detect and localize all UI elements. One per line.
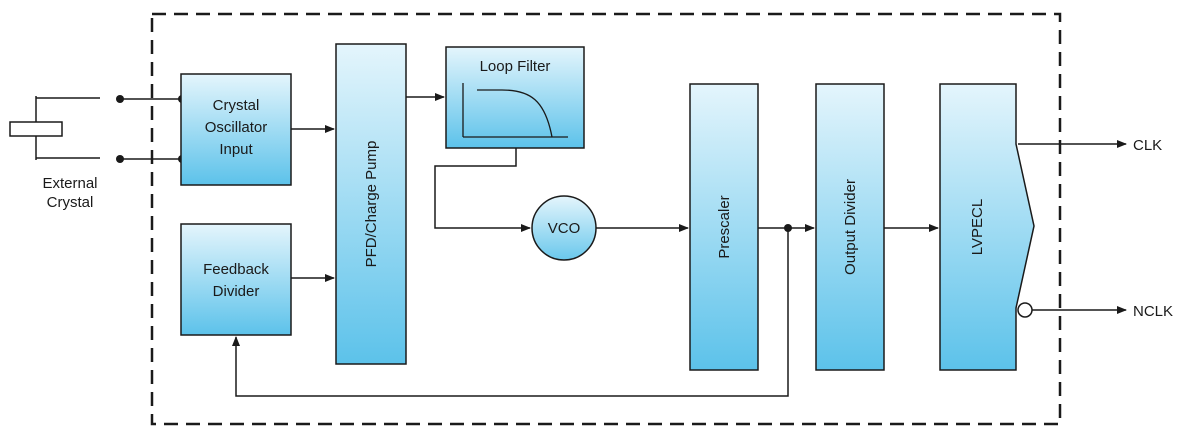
- lvpecl-block: [939, 83, 1035, 371]
- clk-output-label: CLK: [1133, 137, 1162, 154]
- external-crystal-label-line2: Crystal: [47, 194, 94, 211]
- crystal-osc-label-line1: Crystal: [213, 97, 260, 114]
- pfd-charge-pump-label: PFD/Charge Pump: [363, 141, 380, 268]
- nclk-output-label: NCLK: [1133, 303, 1173, 320]
- signal-wires: [232, 93, 1127, 397]
- inversion-bubble: [1017, 302, 1033, 318]
- loop-filter-block: [445, 46, 585, 149]
- output-divider-block: [815, 83, 885, 371]
- junction-dot: [116, 155, 124, 163]
- prescaler-block: [689, 83, 759, 371]
- crystal-osc-label-line2: Oscillator: [205, 119, 268, 136]
- crystal-oscillator-block: [180, 73, 292, 186]
- loop-filter-label: Loop Filter: [480, 58, 551, 75]
- crystal-wires: [120, 98, 180, 160]
- junction-dot: [116, 95, 124, 103]
- feedback-divider-label-line1: Feedback: [203, 261, 269, 278]
- output-divider-label: Output Divider: [842, 179, 859, 275]
- crystal-osc-label-line3: Input: [219, 141, 253, 158]
- external-crystal-label-line1: External: [42, 175, 97, 192]
- filter-response-icon: [462, 83, 568, 138]
- junction-dot: [784, 224, 792, 232]
- prescaler-label: Prescaler: [716, 195, 733, 258]
- feedback-divider-block: [180, 223, 292, 336]
- vco-label: VCO: [548, 220, 581, 237]
- pfd-charge-pump-block: [335, 43, 407, 365]
- lvpecl-label: LVPECL: [969, 199, 986, 255]
- chip-boundary: [150, 12, 1062, 426]
- crystal-icon: [9, 96, 100, 160]
- feedback-divider-label-line2: Divider: [213, 283, 260, 300]
